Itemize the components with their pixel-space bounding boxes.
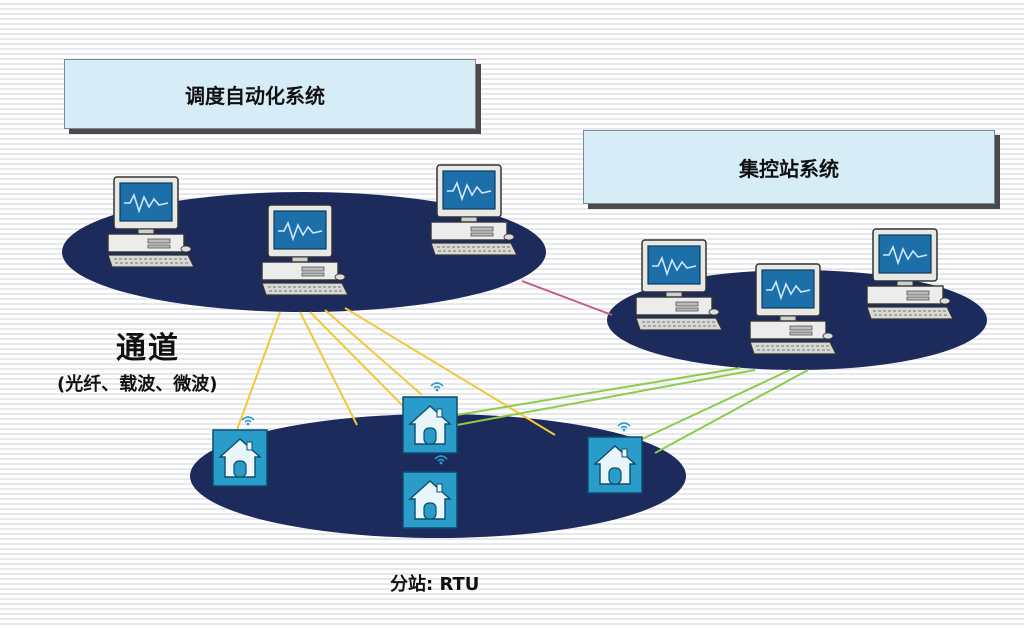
channel-title: 通道 bbox=[116, 331, 180, 366]
dispatch-system-label: 调度自动化系统 bbox=[185, 83, 325, 108]
control-center-box: 集控站系统 bbox=[583, 130, 995, 204]
channel-subtitle: (光纤、载波、微波) bbox=[57, 374, 218, 395]
control-links bbox=[456, 367, 809, 454]
wireless-icon bbox=[430, 382, 444, 393]
wireless-icon bbox=[241, 416, 255, 427]
house-icon bbox=[212, 429, 268, 487]
wireless-icon bbox=[617, 422, 631, 433]
inter-system-link bbox=[521, 280, 613, 316]
substation-label: 分站: RTU bbox=[390, 574, 480, 595]
house-icon bbox=[402, 471, 458, 529]
control-center-label: 集控站系统 bbox=[739, 156, 839, 181]
dispatch-system-box: 调度自动化系统 bbox=[64, 59, 476, 129]
house-icon bbox=[402, 396, 458, 454]
house-icon bbox=[587, 436, 643, 494]
